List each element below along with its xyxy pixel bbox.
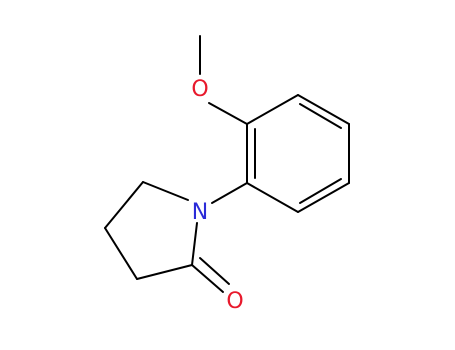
carbonyl-oxygen-label: O [226, 289, 243, 314]
bond-group [104, 35, 350, 293]
bond-nitrogen-c5 [142, 181, 189, 201]
bond-aryl-1 [246, 94, 299, 125]
bond-aryl-5 [246, 182, 299, 213]
bond-oxygen-aryl [208, 102, 248, 125]
bond-aryl-nitrogen [211, 182, 248, 204]
bond-aryl-inner-2 [299, 178, 342, 204]
bond-c2-nitrogen [191, 222, 198, 266]
bond-carbonyl-2 [199, 257, 230, 285]
bond-aryl-inner-1 [299, 103, 342, 129]
bond-c5-c4 [104, 181, 144, 229]
bond-c4-c3 [104, 227, 138, 280]
bond-aryl-2 [297, 94, 350, 125]
ether-oxygen-label: O [191, 77, 208, 102]
ring-nitrogen-label: N [192, 200, 208, 225]
bond-aryl-4 [297, 182, 350, 213]
bond-c3-c2 [136, 264, 193, 280]
bond-carbonyl-1 [191, 264, 224, 293]
